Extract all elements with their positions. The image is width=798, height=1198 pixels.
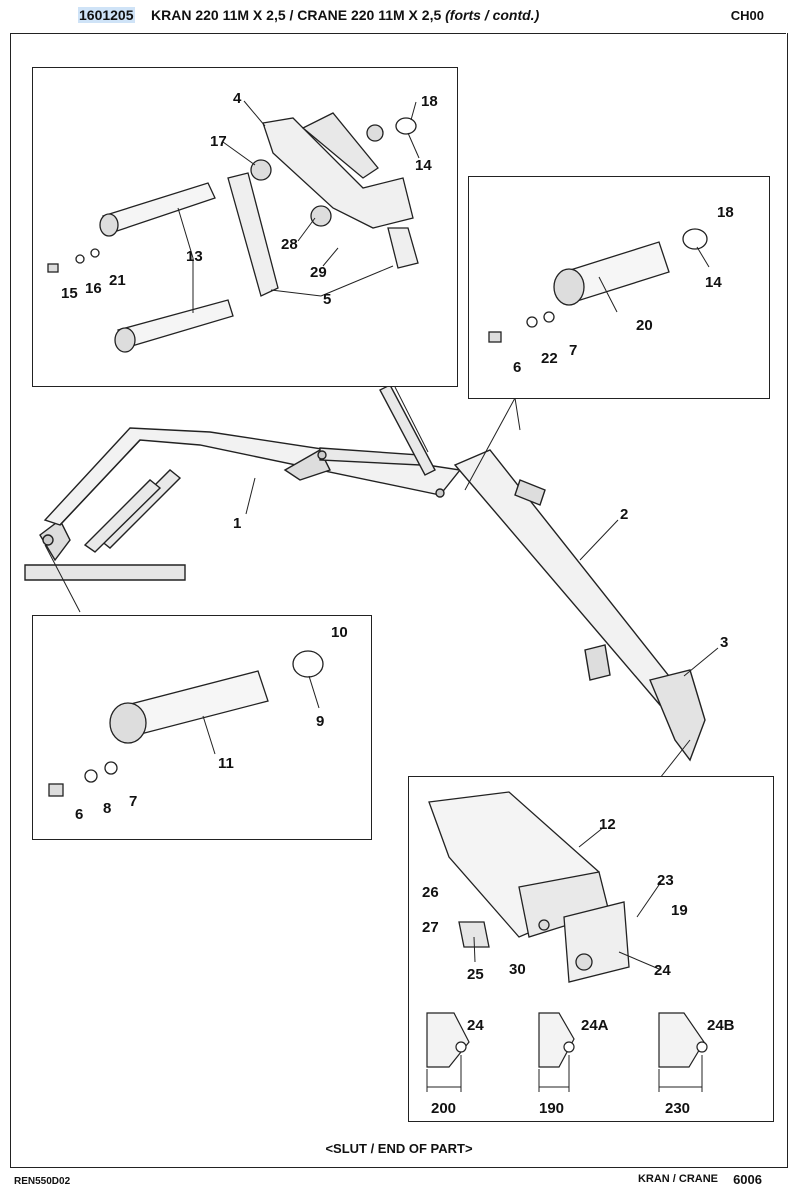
detail-box-bottom-right: 12 26 27 25 30 23 19 24	[408, 776, 774, 1122]
callout-11: 11	[218, 755, 234, 772]
dimension-lines	[426, 1055, 703, 1092]
callout-14-b: 14	[705, 274, 722, 291]
callout-23: 23	[657, 872, 674, 889]
callout-5: 5	[323, 291, 331, 308]
part-code: 1601205	[78, 7, 135, 23]
callout-10: 10	[331, 624, 348, 641]
callout-17: 17	[210, 133, 227, 150]
drawing-frame	[10, 33, 788, 1168]
callout-21: 21	[109, 272, 126, 289]
callout-26: 26	[422, 884, 439, 901]
callout-18: 18	[421, 93, 438, 110]
callout-7-b: 7	[569, 342, 577, 359]
callout-20: 20	[636, 317, 653, 334]
callout-2: 2	[620, 506, 628, 523]
callout-19: 19	[671, 902, 688, 919]
callout-4: 4	[233, 90, 242, 107]
callout-13: 13	[186, 248, 203, 265]
callout-24: 24	[654, 962, 671, 979]
callout-14: 14	[415, 157, 432, 174]
callout-7-c: 7	[129, 793, 137, 810]
variant-24b-dimension: 230	[665, 1100, 690, 1117]
callout-1: 1	[233, 515, 241, 532]
callout-15: 15	[61, 285, 78, 302]
callout-6-b: 6	[513, 359, 521, 376]
callout-29: 29	[310, 264, 327, 281]
variant-24-dimension: 200	[431, 1100, 456, 1117]
main-leaders	[44, 386, 719, 779]
end-of-part-text: <SLUT / END OF PART>	[325, 1141, 473, 1156]
variant-24-label: 24	[467, 1017, 484, 1034]
callout-30: 30	[509, 961, 526, 978]
callout-27: 27	[422, 919, 439, 936]
detail-top-right-drawing: 18 14 20 6 22 7	[488, 204, 734, 376]
title-main: KRAN 220 11M X 2,5 / CRANE 220 11M X 2,5	[151, 7, 442, 23]
detail-top-left-drawing: 4 17 18 14 28 29 5 13 15 16 21	[47, 90, 438, 353]
section-label: KRAN / CRANE	[637, 1173, 718, 1185]
callout-6-c: 6	[75, 806, 83, 823]
variant-24b-label: 24B	[707, 1017, 735, 1034]
callout-16: 16	[85, 280, 102, 297]
detail-bottom-right-drawing: 12 26 27 25 30 23 19 24	[422, 791, 735, 1117]
title-suffix: (forts / contd.)	[445, 7, 540, 23]
callout-18-b: 18	[717, 204, 734, 221]
page-number: 6006	[733, 1172, 762, 1187]
callout-28: 28	[281, 236, 298, 253]
document-code: REN550D02	[14, 1176, 71, 1187]
callout-3: 3	[720, 634, 728, 651]
variant-24a-label: 24A	[581, 1017, 609, 1034]
main-boom	[24, 384, 706, 762]
variant-drawings	[426, 1012, 708, 1068]
callout-8: 8	[103, 800, 111, 817]
detail-mid-left-drawing: 10 9 11 6 8 7	[48, 624, 348, 823]
page-title: KRAN 220 11M X 2,5 / CRANE 220 11M X 2,5…	[151, 7, 539, 23]
callout-9: 9	[316, 713, 324, 730]
variant-24a-dimension: 190	[539, 1100, 564, 1117]
detail-box-mid-left: 10 9 11 6 8 7	[32, 615, 372, 840]
detail-box-top-right: 18 14 20 6 22 7	[468, 176, 770, 399]
page-header: 1601205 KRAN 220 11M X 2,5 / CRANE 220 1…	[10, 0, 786, 34]
chapter-code: CH00	[730, 8, 764, 23]
callout-12: 12	[599, 816, 616, 833]
detail-box-top-left: 4 17 18 14 28 29 5 13 15 16 21	[32, 67, 458, 387]
callout-22: 22	[541, 350, 558, 367]
callout-25: 25	[467, 966, 484, 983]
